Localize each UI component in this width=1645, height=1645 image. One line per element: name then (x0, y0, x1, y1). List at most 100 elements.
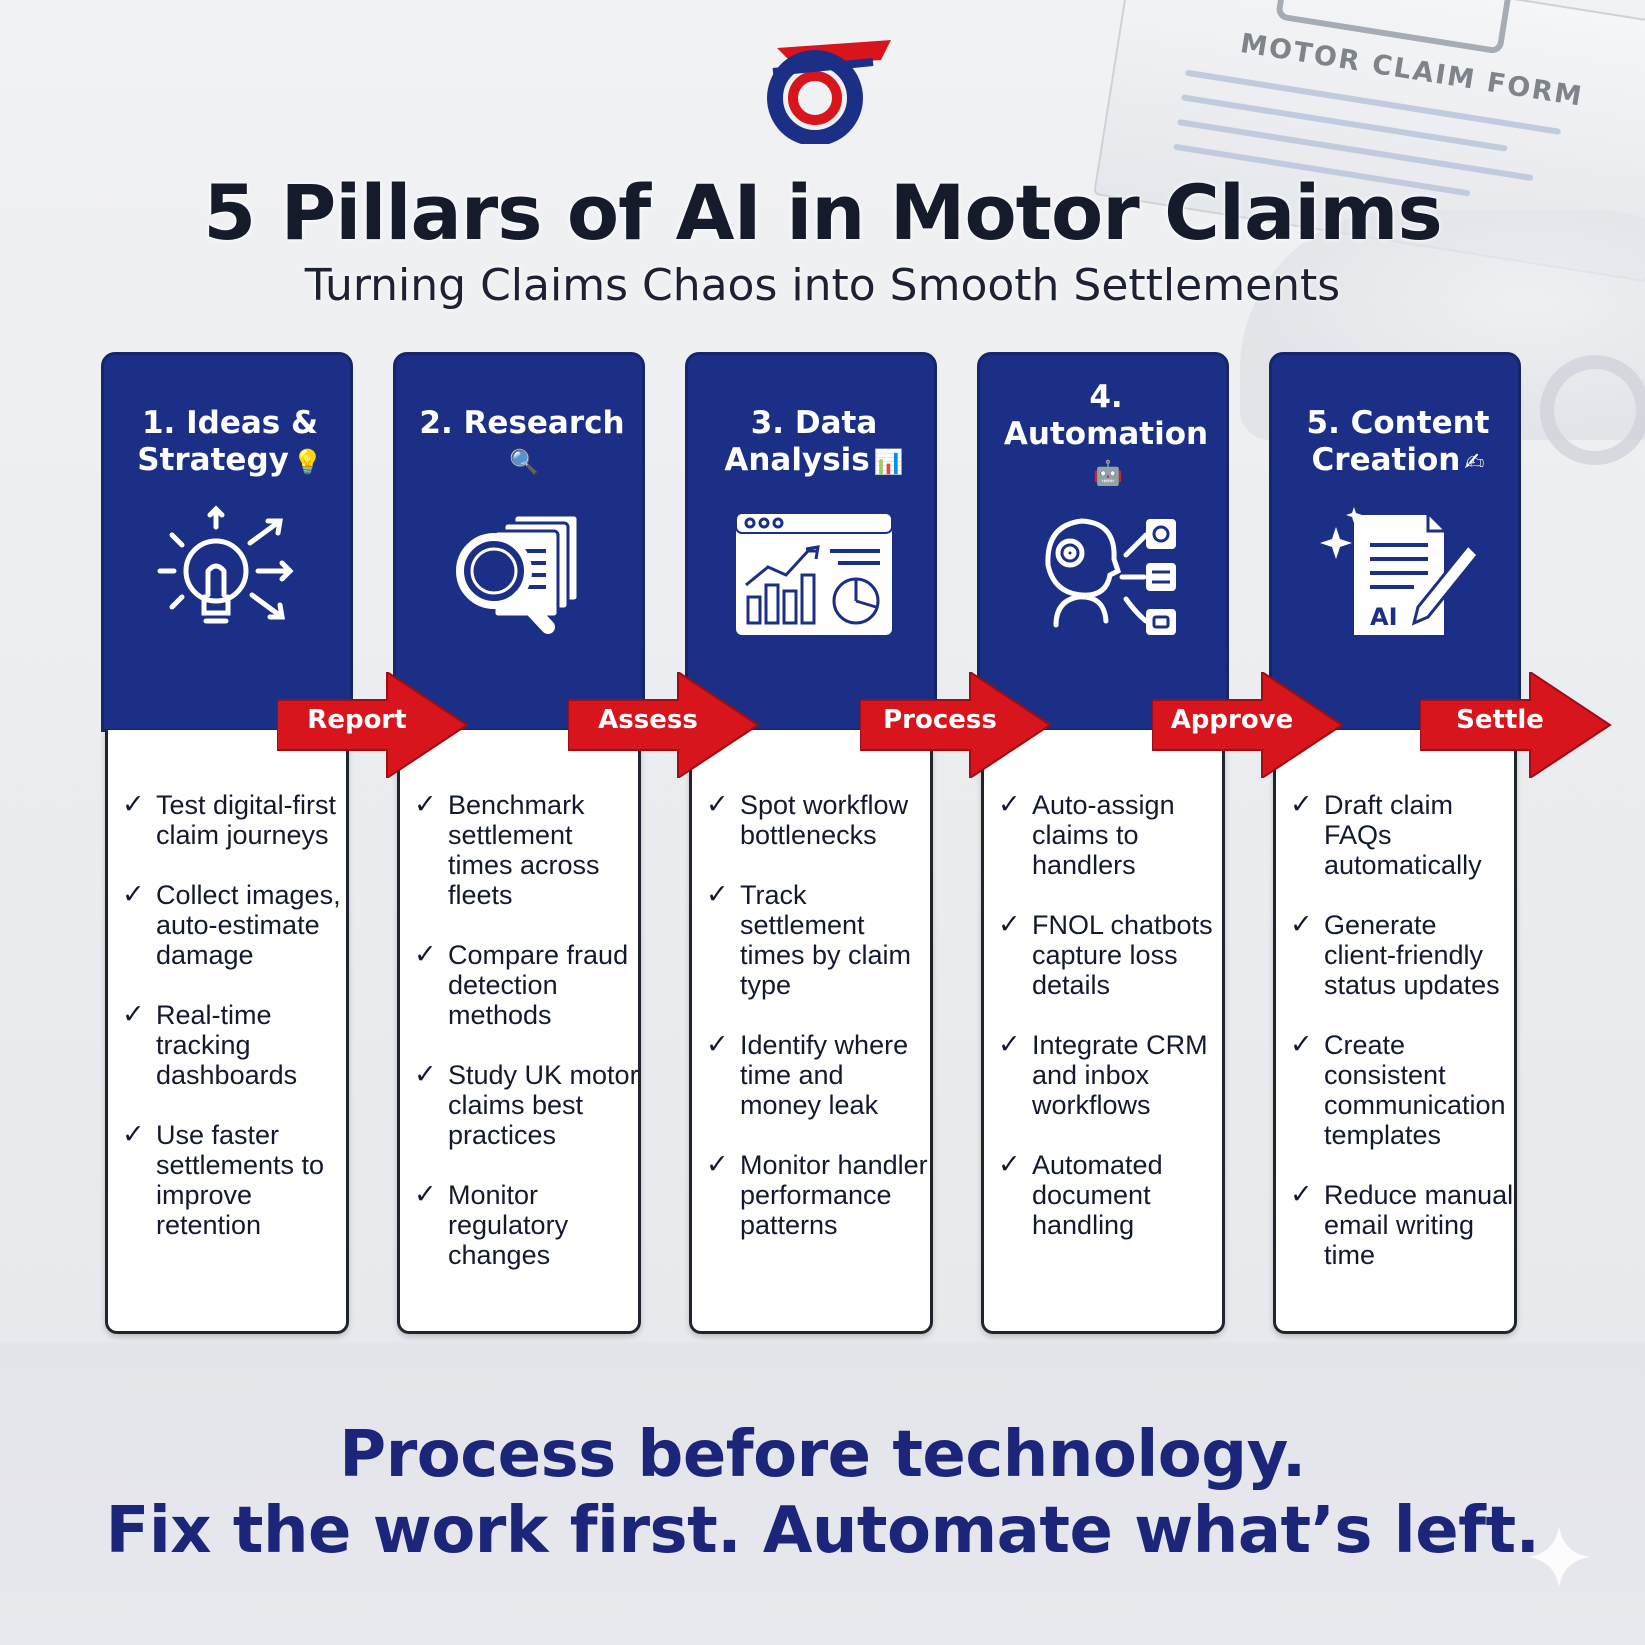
pillar-header: 5. Content Creation✍ AI (1269, 352, 1521, 732)
list-item: ✓Spot workflow bottlenecks (706, 789, 909, 851)
pillar-items: ✓Test digital-first claim journeys ✓Coll… (122, 790, 348, 1270)
pillar-card-3: 3. Data Analysis📊 ✓Spot wo (685, 352, 937, 1334)
check-icon: ✓ (414, 789, 437, 820)
list-item: ✓Real-time tracking dashboards (122, 999, 298, 1091)
list-item: ✓Draft claim FAQs automatically (1290, 789, 1482, 881)
form-line (1180, 94, 1508, 152)
pillar-body: ✓Spot workflow bottlenecks ✓Track settle… (689, 730, 933, 1334)
check-icon: ✓ (706, 1149, 729, 1180)
list-item: ✓Identify where time and money leak (706, 1029, 909, 1121)
pillar-card-1: 1. Ideas & Strategy💡 (101, 352, 353, 1334)
pillar-body: ✓Draft claim FAQs automatically ✓Generat… (1273, 730, 1517, 1334)
pillar-title: 5. Content Creation✍ (1306, 405, 1490, 478)
list-item: ✓Monitor handler performance patterns (706, 1149, 928, 1241)
red-arrow-icon (568, 672, 760, 778)
robot-workflow-icon (1045, 518, 1176, 635)
list-item: ✓Auto-assign claims to handlers (998, 789, 1175, 881)
list-item: ✓Track settlement times by claim type (706, 879, 912, 1001)
check-icon: ✓ (122, 1119, 145, 1150)
page-title: 5 Pillars of AI in Motor Claims (203, 168, 1442, 257)
check-icon: ✓ (998, 909, 1021, 940)
list-item: ✓Study UK motor claims best practices (414, 1059, 639, 1151)
check-icon: ✓ (1290, 1029, 1313, 1060)
flow-arrow-process: Process (860, 672, 1052, 778)
check-icon: ✓ (998, 1149, 1021, 1180)
page-subtitle: Turning Claims Chaos into Smooth Settlem… (304, 260, 1341, 311)
list-item: ✓Reduce manual email writing time (1290, 1179, 1514, 1271)
pillar-items: ✓Benchmark settlement times across fleet… (414, 790, 640, 1300)
check-icon: ✓ (1290, 1179, 1313, 1210)
check-icon: ✓ (706, 879, 729, 910)
sparkle-icon (1528, 1526, 1590, 1588)
flow-arrow-report: Report (277, 672, 469, 778)
flow-arrow-settle: Settle (1420, 672, 1612, 778)
pillar-header: 1. Ideas & Strategy💡 (101, 352, 353, 732)
magnifier-emoji-icon: 🔍 (509, 448, 539, 476)
flow-arrow-assess: Assess (568, 672, 760, 778)
flow-step-label: Approve (1170, 705, 1294, 735)
check-icon: ✓ (414, 1059, 437, 1090)
list-item: ✓Automated document handling (998, 1149, 1163, 1241)
flow-step-label: Assess (598, 705, 698, 735)
check-icon: ✓ (1290, 909, 1313, 940)
check-icon: ✓ (998, 1029, 1021, 1060)
list-item: ✓Generate client-friendly status updates (1290, 909, 1500, 1001)
analytics-dashboard-icon (735, 512, 893, 635)
pillar-header: 3. Data Analysis📊 (685, 352, 937, 732)
check-icon: ✓ (414, 1179, 437, 1210)
pillar-card-4: 4. Automation🤖 (977, 352, 1229, 1334)
lightbulb-icon (157, 505, 294, 624)
list-item: ✓Test digital-first claim journeys (122, 789, 337, 851)
check-icon: ✓ (998, 789, 1021, 820)
check-icon: ✓ (414, 939, 437, 970)
list-item: ✓Collect images, auto-estimate damage (122, 879, 341, 971)
check-icon: ✓ (122, 999, 145, 1030)
flow-step-label: Report (307, 705, 407, 735)
list-item: ✓Use faster settlements to improve reten… (122, 1119, 325, 1241)
bar-chart-emoji-icon: 📊 (873, 448, 904, 476)
check-icon: ✓ (122, 879, 145, 910)
svg-text:AI: AI (1370, 603, 1398, 631)
pillar-items: ✓Spot workflow bottlenecks ✓Track settle… (706, 790, 932, 1270)
pillar-card-2: 2. Research🔍 ✓Benchmark settlement times… (393, 352, 645, 1334)
list-item: ✓Benchmark settlement times across fleet… (414, 789, 600, 911)
lightbulb-emoji-icon: 💡 (292, 448, 323, 476)
tagline-line-1: Process before technology. (339, 1418, 1306, 1492)
pillar-title: 1. Ideas & Strategy💡 (137, 405, 323, 478)
check-icon: ✓ (706, 1029, 729, 1060)
pillar-card-5: 5. Content Creation✍ AI ✓Draft claim FAQ… (1269, 352, 1521, 1334)
list-item: ✓Monitor regulatory changes (414, 1179, 569, 1271)
pillar-header: 4. Automation🤖 (977, 352, 1229, 732)
list-item: ✓Compare fraud detection methods (414, 939, 629, 1031)
pillar-title: 2. Research🔍 (419, 405, 625, 476)
footer-band (0, 1342, 1645, 1645)
ai-document-pen-icon: AI (1320, 507, 1478, 635)
list-item: ✓Create consistent communication templat… (1290, 1029, 1506, 1151)
brand-logo-icon (767, 40, 891, 144)
check-icon: ✓ (706, 789, 729, 820)
robot-emoji-icon: 🤖 (1093, 459, 1123, 487)
pillar-body: ✓Auto-assign claims to handlers ✓FNOL ch… (981, 730, 1225, 1334)
check-icon: ✓ (122, 789, 145, 820)
writing-hand-emoji-icon: ✍ (1464, 448, 1485, 476)
red-arrow-icon (277, 672, 469, 778)
red-arrow-icon (1420, 672, 1612, 778)
magnifier-documents-icon (456, 513, 580, 634)
check-icon: ✓ (1290, 789, 1313, 820)
pillar-title: 4. Automation🤖 (1003, 379, 1209, 487)
flow-step-label: Settle (1456, 705, 1544, 735)
red-arrow-icon (1152, 672, 1344, 778)
red-arrow-icon (860, 672, 1052, 778)
pillar-body: ✓Benchmark settlement times across fleet… (397, 730, 641, 1334)
list-item: ✓FNOL chatbots capture loss details (998, 909, 1213, 1001)
pillar-items: ✓Auto-assign claims to handlers ✓FNOL ch… (998, 790, 1224, 1270)
flow-arrow-approve: Approve (1152, 672, 1344, 778)
pillar-items: ✓Draft claim FAQs automatically ✓Generat… (1290, 790, 1516, 1300)
claim-form-title: MOTOR CLAIM FORM (1238, 27, 1586, 113)
pillar-title: 3. Data Analysis📊 (724, 405, 904, 478)
flow-step-label: Process (883, 705, 997, 735)
pillar-body: ✓Test digital-first claim journeys ✓Coll… (105, 730, 349, 1334)
list-item: ✓Integrate CRM and inbox workflows (998, 1029, 1208, 1121)
tagline-line-2: Fix the work first. Automate what’s left… (105, 1494, 1540, 1568)
car-wheel-icon (1540, 355, 1645, 465)
